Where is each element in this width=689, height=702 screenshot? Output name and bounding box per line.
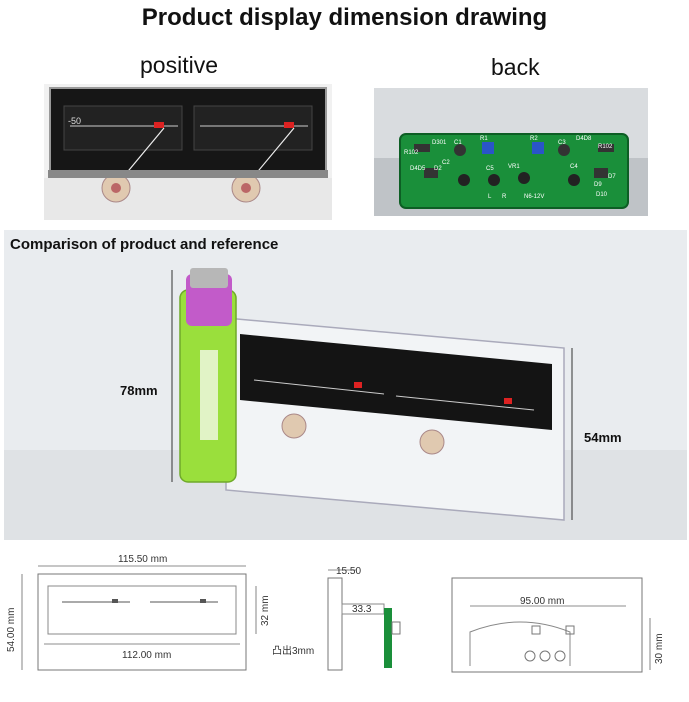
front-drawing	[21, 565, 257, 671]
pcb-label: D7	[608, 174, 616, 180]
pcb-label: D301	[432, 140, 447, 146]
side-drawing	[327, 569, 401, 671]
pcb-label: D4D5	[410, 166, 426, 172]
pcb-label: R2	[530, 136, 538, 142]
dimension-drawings: 115.50 mm 112.00 mm 54.00 mm 32 mm 15.50…	[6, 554, 665, 673]
side-total-dimension: 33.3	[352, 604, 372, 615]
pcb-label: R	[502, 194, 507, 200]
comparison-title: Comparison of product and reference	[10, 236, 279, 253]
front-product-photo: -50	[44, 84, 332, 220]
lighter-height-label: 78mm	[120, 383, 158, 398]
page-title: Product display dimension drawing	[141, 4, 548, 31]
back-product-photo: D301 R102 C1 R1 R2 C3 D4D8 R102 D4D5 D2 …	[374, 88, 648, 216]
back-width-dimension: 95.00 mm	[520, 596, 564, 607]
front-view-label: positive	[140, 52, 218, 78]
pcb-label: D4D8	[576, 136, 592, 142]
pcb-label: R102	[404, 150, 419, 156]
side-depth-dimension: 15.50	[336, 566, 361, 577]
product-height-label: 54mm	[584, 430, 622, 445]
window-width-dimension: 112.00 mm	[122, 650, 171, 661]
pcb-label: D10	[596, 192, 608, 198]
pcb-label: D9	[594, 182, 602, 188]
back-height-dimension: 30 mm	[654, 633, 665, 664]
pcb-label: L	[488, 194, 492, 200]
left-meter-scale: -50	[68, 116, 81, 126]
comparison-illustration	[4, 268, 687, 540]
protrusion-dimension: 凸出3mm	[272, 644, 314, 657]
front-height-dimension: 54.00 mm	[6, 608, 17, 652]
pcb-label: VR1	[508, 164, 520, 170]
front-width-dimension: 115.50 mm	[118, 554, 167, 565]
pcb-label: D2	[434, 166, 442, 172]
pcb-label: C2	[442, 160, 450, 166]
back-view-label: back	[491, 54, 540, 80]
window-height-dimension: 32 mm	[260, 595, 271, 626]
pcb-label: R1	[480, 136, 488, 142]
pcb-label: C4	[570, 164, 578, 170]
back-drawing	[451, 577, 651, 673]
pcb-label: C1	[454, 140, 462, 146]
pcb-label: N6-12V	[524, 194, 544, 200]
meter-scale-text: -50	[68, 116, 81, 126]
pcb-label: C3	[558, 140, 566, 146]
pcb-label: R102	[598, 144, 613, 150]
pcb-label: C5	[486, 166, 494, 172]
